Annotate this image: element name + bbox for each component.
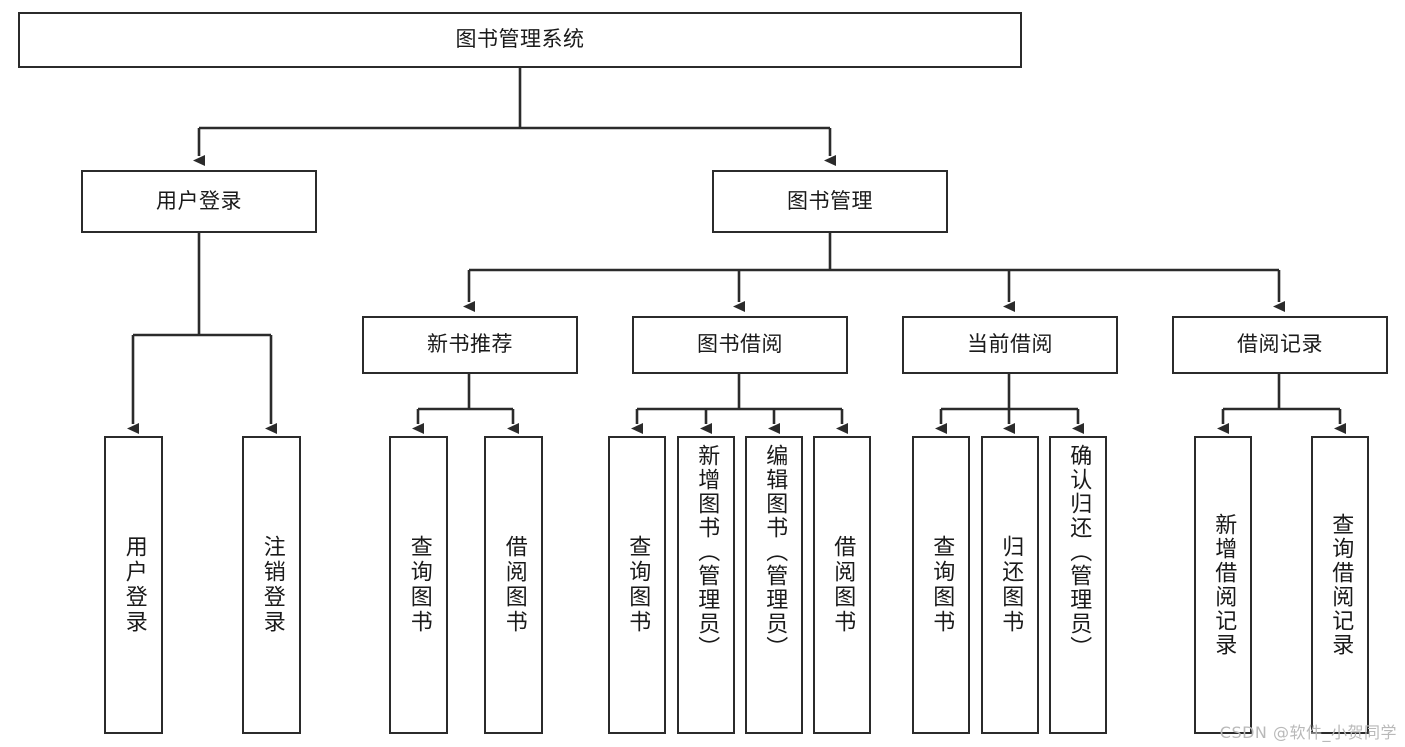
leaf-query-record[interactable]: 查询借阅记录 [1311,436,1369,734]
node-book-manage[interactable]: 图书管理 [712,170,948,233]
leaf-add-book[interactable]: 新增图书（管理员） [677,436,735,734]
node-borrow-record[interactable]: 借阅记录 [1172,316,1388,374]
leaf-query-record-label: 查询借阅记录 [1328,513,1354,657]
leaf-user-logout-label: 注销登录 [259,535,285,635]
node-borrow-record-label: 借阅记录 [1237,332,1323,357]
node-user-login-label: 用户登录 [156,188,242,213]
node-book-manage-label: 图书管理 [787,188,873,213]
node-current-borrow[interactable]: 当前借阅 [902,316,1118,374]
leaf-confirm-return[interactable]: 确认归还（管理员） [1049,436,1107,734]
leaf-borrow-book-2[interactable]: 借阅图书 [813,436,871,734]
node-root[interactable]: 图书管理系统 [18,12,1022,68]
leaf-query-book-2-label: 查询图书 [625,535,651,635]
leaf-borrow-book-1-label: 借阅图书 [501,535,527,635]
leaf-user-login[interactable]: 用户登录 [104,436,163,734]
leaf-add-record-label: 新增借阅记录 [1211,513,1237,657]
leaf-edit-book-label: 编辑图书（管理员） [762,444,788,660]
node-book-borrow-label: 图书借阅 [697,332,783,357]
leaf-query-book-2[interactable]: 查询图书 [608,436,666,734]
leaf-user-logout[interactable]: 注销登录 [242,436,301,734]
leaf-borrow-book-1[interactable]: 借阅图书 [484,436,543,734]
leaf-user-login-label: 用户登录 [121,535,147,635]
leaf-return-book[interactable]: 归还图书 [981,436,1039,734]
leaf-return-book-label: 归还图书 [998,535,1024,635]
leaf-edit-book[interactable]: 编辑图书（管理员） [745,436,803,734]
csdn-watermark: CSDN @软件_小贺同学 [1219,723,1397,742]
leaf-query-book-3-label: 查询图书 [929,535,955,635]
leaf-add-record[interactable]: 新增借阅记录 [1194,436,1252,734]
leaf-confirm-return-label: 确认归还（管理员） [1066,444,1092,660]
leaf-query-book-1[interactable]: 查询图书 [389,436,448,734]
node-book-borrow[interactable]: 图书借阅 [632,316,848,374]
node-new-book-rec-label: 新书推荐 [427,332,513,357]
leaf-query-book-1-label: 查询图书 [406,535,432,635]
node-new-book-rec[interactable]: 新书推荐 [362,316,578,374]
leaf-add-book-label: 新增图书（管理员） [694,444,720,660]
leaf-query-book-3[interactable]: 查询图书 [912,436,970,734]
node-current-borrow-label: 当前借阅 [967,332,1053,357]
node-root-label: 图书管理系统 [455,27,585,52]
node-user-login[interactable]: 用户登录 [81,170,317,233]
leaf-borrow-book-2-label: 借阅图书 [830,535,856,635]
